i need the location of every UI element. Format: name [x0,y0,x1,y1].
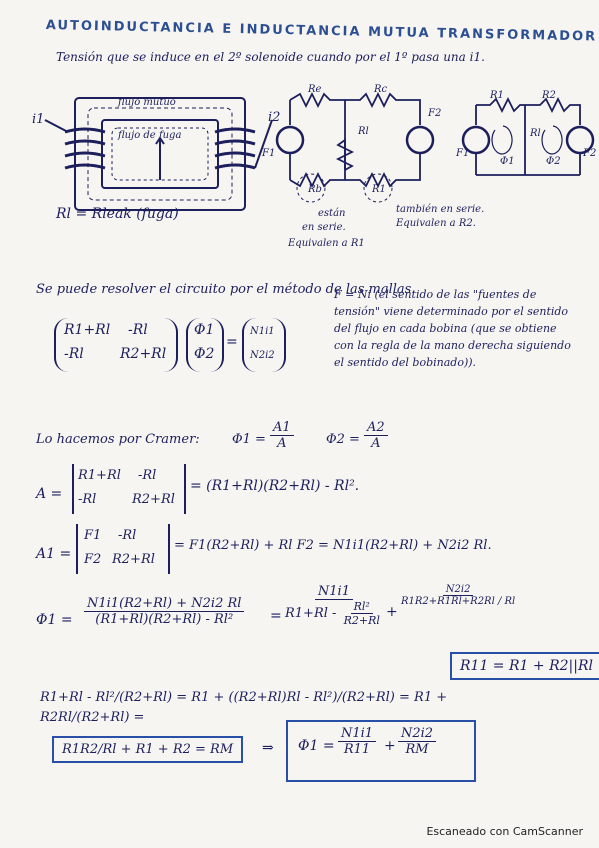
c2-phi1: Φ1 [500,156,515,167]
c1-note-right-1: también en serie. [396,204,485,215]
vector-x1: Φ1 [194,322,215,338]
c1-Rb: Rb [308,184,322,195]
c2-R2: R2 [542,90,556,101]
c1-Re: Re [308,84,322,95]
c2-F2: F2 [583,148,597,159]
vector-x-bracket [186,318,224,372]
phi1-t1-num: N1i1 [314,584,353,600]
phi1-t1-den: R1+Rl - Rl² R2+Rl [282,600,386,627]
phi1-lhs: Φ1 = [36,612,73,628]
cramer-A-1: A [277,436,287,451]
c2-Rl: Rl [530,128,541,139]
simplify-line: R1+Rl - Rl²/(R2+Rl) = R1 + ((R2+Rl)Rl - … [40,690,448,725]
detA-lhs: A = [36,486,63,502]
vector-x2: Φ2 [194,346,215,362]
R11-box: R11 = R1 + R2||Rl [450,652,599,680]
label-i1: i1 [32,112,45,127]
cramer-A1: A1 [270,420,294,436]
vector-b2: N2i2 [250,350,275,361]
core-label-leakage: flujo de fuga [118,130,182,141]
c1-Rl: Rl [358,126,369,137]
c1-F2: F2 [428,108,442,119]
detA1-m22: R2+Rl [112,552,155,567]
phi1-main-fraction: N1i1(R2+Rl) + N2i2 Rl (R1+Rl)(R2+Rl) - R… [84,596,245,627]
figure-area [44,91,595,211]
detA-m22: R2+Rl [132,492,175,507]
phi1-t2-num: N2i2 [442,584,474,596]
matrix-a21: -Rl [64,346,84,362]
c1-F1: F1 [262,148,276,159]
implies-arrow: ⇒ [262,740,274,756]
phi1-eq: = [270,608,282,624]
c2-F1: F1 [456,148,470,159]
c1-note-left-3: Equivalen a R1 [288,238,365,249]
phi1-t1-den-frac-den: R2+Rl [343,614,380,627]
scanner-footer: Escaneado con CamScanner [426,825,583,838]
cramer-phi2-fraction: A2 A [364,420,388,451]
detA-m11: R1+Rl [78,468,121,483]
phi1-t1-den-a: R1+Rl - [285,606,337,621]
vector-b-bracket [242,318,286,372]
matrix-a11: R1+Rl [64,322,111,338]
core-label-mutual: flujo mutuo [118,97,176,108]
final-t1-den: R11 [343,742,371,757]
rl-note: Rl = Rleak (fuga) [56,206,179,222]
cramer-phi1-fraction: A1 A [270,420,294,451]
phi1-num: N1i1(R2+Rl) + N2i2 Rl [84,596,245,612]
final-plus: + [384,738,396,754]
phi1-plus: + [386,604,398,620]
phi1-den: (R1+Rl)(R2+Rl) - Rl² [95,612,234,627]
phi1-term1: N1i1 R1+Rl - Rl² R2+Rl [282,584,386,627]
matrix-bracket [54,318,178,372]
phi1-term2: N2i2 R1R2+R1Rl+R2Rl / Rl [398,584,518,607]
detA-bars [72,464,186,514]
phi1-t1-den-frac: Rl² R2+Rl [341,600,383,627]
phi1-t2-den: R1R2+R1Rl+R2Rl / Rl [401,596,516,607]
circuit-1-drawing [275,91,435,203]
c1-R1: R1 [372,184,386,195]
sources-note: F = Ni (el sentido de las "fuentes de te… [334,288,571,369]
cramer-A2: A2 [364,420,388,436]
final-term2: N2i2 RM [398,726,437,757]
c1-note-left-1: están [318,208,346,219]
cramer-label: Lo hacemos por Cramer: [36,432,200,447]
final-t2-den: RM [405,742,429,757]
RM-box: R1R2/Rl + R1 + R2 = RM [52,736,244,763]
mesh-method-text: Se puede resolver el circuito por el mét… [36,282,416,297]
c1-note-right-2: Equivalen a R2. [396,218,476,229]
detA-rhs: = (R1+Rl)(R2+Rl) - Rl². [190,478,360,494]
subtitle: Tensión que se induce en el 2º solenoide… [56,50,485,64]
c1-note-left-2: en serie. [302,222,346,233]
matrix-a12: -Rl [128,322,148,338]
page-title: AUTOINDUCTANCIA E INDUCTANCIA MUTUA TRAN… [45,18,598,45]
vector-b1: N1i1 [250,326,275,337]
detA1-m11: F1 [84,528,102,543]
detA1-rhs: = F1(R2+Rl) + Rl F2 = N1i1(R2+Rl) + N2i2… [174,538,492,553]
c2-phi2: Φ2 [546,156,561,167]
detA1-bars [76,524,170,574]
matrix-a22: R2+Rl [120,346,167,362]
transformer-core-drawing [44,97,273,211]
detA-m12: -Rl [138,468,157,483]
matrix-equals: = [226,334,238,350]
phi1-t1-den-frac-num: Rl² [350,600,373,614]
cramer-A-2: A [371,436,381,451]
final-t1-num: N1i1 [338,726,377,742]
final-phi1-box [286,720,476,782]
label-i2: i2 [268,110,281,125]
detA-m21: -Rl [78,492,97,507]
detA1-lhs: A1 = [36,546,72,562]
c2-R1: R1 [490,90,504,101]
c1-Rc: Rc [374,84,388,95]
final-phi1-lhs: Φ1 = [298,738,335,754]
cramer-phi2: Φ2 = [326,432,360,447]
final-term1: N1i1 R11 [338,726,377,757]
detA1-m12: -Rl [118,528,137,543]
circuit-2-drawing [461,96,595,176]
final-t2-num: N2i2 [398,726,437,742]
cramer-phi1: Φ1 = [232,432,266,447]
detA1-m21: F2 [84,552,102,567]
